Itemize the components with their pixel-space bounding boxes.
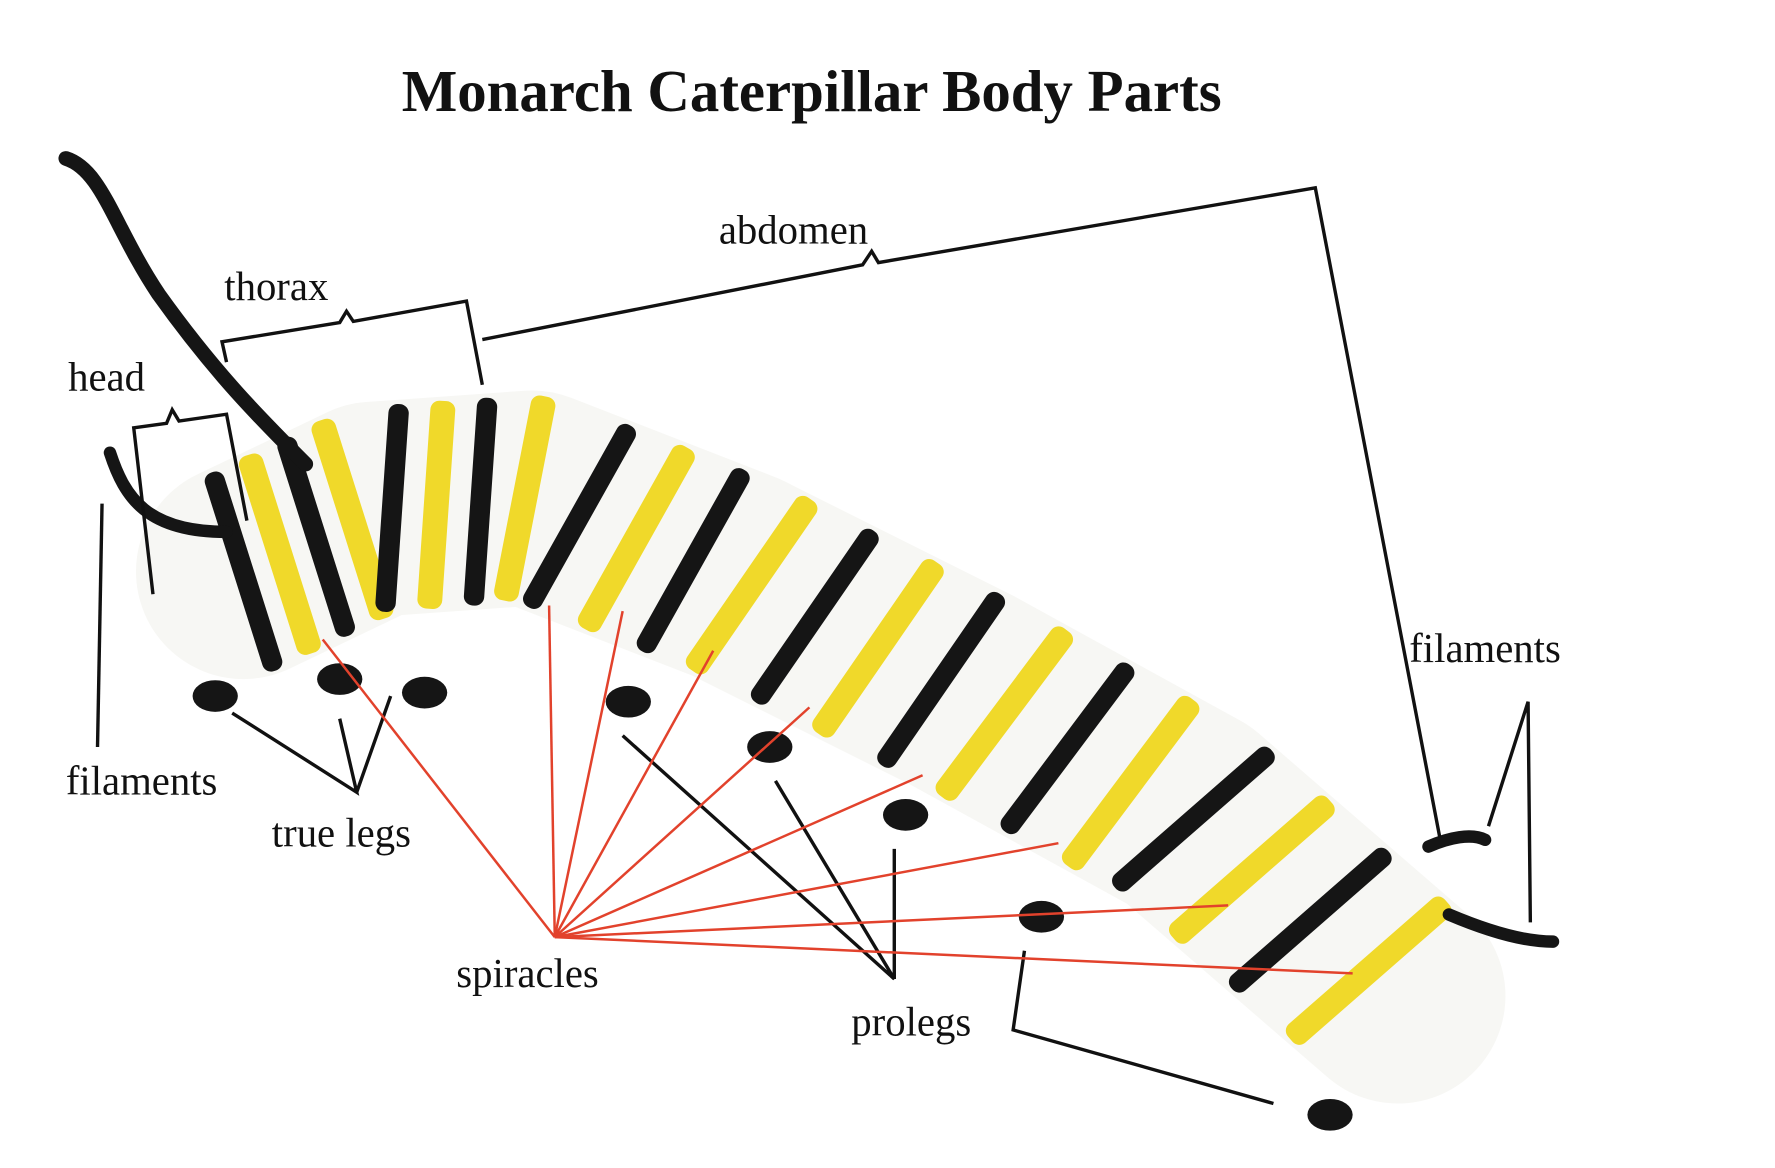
rear-filaments-pointer <box>1486 701 1533 923</box>
thorax-bracket <box>219 299 484 386</box>
body-stripe <box>494 395 556 602</box>
body-stripe <box>636 468 750 654</box>
rear-filament-upper <box>1422 830 1492 853</box>
spiracle-line <box>321 638 556 938</box>
spiracle-line <box>554 935 1353 975</box>
spiracle-line <box>553 706 811 939</box>
caterpillar-body <box>135 390 1506 1131</box>
body-stripe <box>204 471 283 672</box>
diagram-title: Monarch Caterpillar Body Parts <box>402 59 1222 124</box>
body-stripe <box>577 444 695 633</box>
label-prolegs: prolegs <box>851 1000 971 1045</box>
label-thorax: thorax <box>224 264 328 309</box>
front-filament-long <box>58 151 314 472</box>
body-stripe <box>1000 662 1135 835</box>
front-filaments-pointer <box>95 503 104 748</box>
spiracle-line <box>553 610 624 938</box>
body-stripe <box>1112 746 1275 892</box>
body-stripe <box>1228 847 1392 993</box>
leg <box>317 663 363 695</box>
leg <box>1018 900 1065 933</box>
body-stripe <box>463 397 498 606</box>
body-stripe <box>311 418 394 621</box>
true-legs-pointer <box>231 695 393 796</box>
label-abdomen: abdomen <box>719 207 868 252</box>
body-stripe <box>1285 896 1452 1045</box>
leg <box>1307 1098 1353 1131</box>
body-stripe <box>877 591 1006 768</box>
body-stripe <box>417 400 456 609</box>
body-stripe <box>375 404 409 612</box>
label-head: head <box>68 354 145 399</box>
leg <box>401 676 448 709</box>
leg <box>605 685 651 718</box>
spiracle-line <box>554 904 1229 939</box>
prolegs-pointer <box>621 734 1274 1106</box>
label-true-legs: true legs <box>272 811 411 856</box>
body-base <box>135 390 1506 1104</box>
rear-filament-lower <box>1442 908 1560 948</box>
spiracle-line <box>554 774 924 939</box>
body-stripe <box>277 436 355 637</box>
body-stripe <box>238 453 321 655</box>
abdomen-bracket <box>481 185 1442 838</box>
spiracle-line <box>554 841 1059 939</box>
head-bracket <box>131 405 249 595</box>
body-stripe <box>685 495 818 675</box>
body-stripe <box>1061 695 1200 871</box>
label-spiracles: spiracles <box>456 951 599 996</box>
body-stripe <box>750 528 879 705</box>
label-filaments-rear: filaments <box>1409 626 1561 671</box>
spiracle-line <box>553 650 715 938</box>
body-stripe <box>523 423 636 609</box>
label-filaments-front: filaments <box>66 759 218 804</box>
leg <box>192 680 238 712</box>
spiracle-pointers <box>321 605 1353 975</box>
body-stripe <box>812 559 944 738</box>
leg <box>882 799 929 831</box>
body-stripe <box>935 626 1074 801</box>
spiracle-line <box>547 605 557 938</box>
